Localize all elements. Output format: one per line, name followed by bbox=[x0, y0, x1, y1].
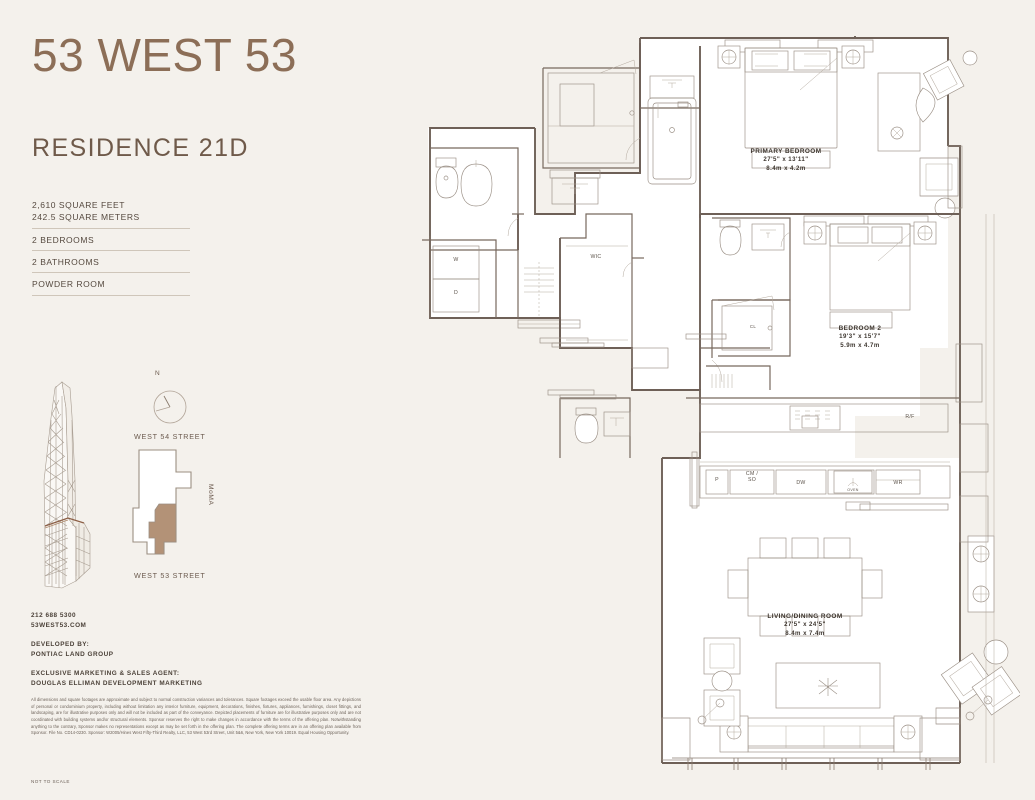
label-closet: CL bbox=[749, 324, 757, 329]
room-label-living-dining: LIVING/DINING ROOM 27'5" x 24'5" 8.4m x … bbox=[725, 612, 885, 638]
hall-shelving bbox=[539, 333, 727, 348]
laundry-closet bbox=[422, 236, 497, 318]
phone-number[interactable]: 212 688 5300 bbox=[31, 612, 77, 619]
living-dining bbox=[661, 535, 1020, 770]
room-name: LIVING/DINING ROOM bbox=[767, 613, 843, 620]
primary-bathroom bbox=[542, 43, 700, 205]
label-oven: OVEN bbox=[847, 488, 859, 492]
contact-block: 212 688 5300 53WEST53.COM DEVELOPED BY: … bbox=[31, 611, 203, 689]
spec-group: POWDER ROOM bbox=[32, 278, 190, 296]
page-title: 53 WEST 53 bbox=[32, 29, 297, 81]
floor-plan-drawing: .w { fill:none; stroke:#6e6057; stroke-w… bbox=[400, 18, 1020, 783]
not-to-scale-note: NOT TO SCALE bbox=[31, 779, 70, 784]
room-dimensions-ft: 27'5" x 24'5" bbox=[784, 621, 826, 629]
spec-line: 2 BATHROOMS bbox=[32, 256, 100, 267]
site-map: N WEST 54 STREET WEST 53 STREET MoMA bbox=[125, 370, 255, 592]
spec-group: 2,610 SQUARE FEET 242.5 SQUARE METERS bbox=[32, 199, 190, 229]
spec-group: 2 BATHROOMS bbox=[32, 256, 190, 274]
street-label-north: WEST 54 STREET bbox=[134, 432, 206, 441]
room-dimensions-m: 8.4m x 4.2m bbox=[766, 164, 806, 172]
kitchen bbox=[686, 397, 960, 511]
specs-list: 2,610 SQUARE FEET 242.5 SQUARE METERS 2 … bbox=[32, 199, 190, 296]
room-name: PRIMARY BEDROOM bbox=[750, 148, 822, 155]
contact-details: 212 688 5300 53WEST53.COM bbox=[31, 611, 203, 631]
spec-line: 2 BEDROOMS bbox=[32, 234, 95, 245]
spec-group: 2 BEDROOMS bbox=[32, 234, 190, 251]
room-dimensions-m: 8.4m x 7.4m bbox=[785, 629, 825, 637]
compass-icon bbox=[153, 390, 187, 424]
compass-north-label: N bbox=[155, 370, 161, 377]
walk-in-closet bbox=[559, 213, 644, 348]
room-name: BEDROOM 2 bbox=[838, 325, 882, 332]
website-link[interactable]: 53WEST53.COM bbox=[31, 621, 87, 629]
spec-line: 242.5 SQUARE METERS bbox=[32, 212, 140, 223]
graphics-block: N WEST 54 STREET WEST 53 STREET MoMA bbox=[30, 370, 250, 597]
room-dimensions-ft: 19'3" x 15'7" bbox=[839, 333, 881, 341]
lower-powder-room bbox=[547, 389, 631, 458]
tower-illustration bbox=[43, 381, 91, 589]
secondary-bathroom bbox=[711, 217, 791, 383]
powder-room bbox=[430, 147, 524, 251]
label-coffee-steam: CM / SO bbox=[745, 471, 759, 483]
room-label-bedroom-2: BEDROOM 2 19'3" x 15'7" 5.9m x 4.7m bbox=[780, 324, 940, 350]
legal-disclaimer: All dimensions and square footages are a… bbox=[31, 697, 361, 736]
label-wic: WIC bbox=[590, 254, 602, 260]
developer-name: PONTIAC LAND GROUP bbox=[31, 650, 114, 658]
label-wine-refrigerator: WR bbox=[893, 480, 903, 486]
developed-by-label: DEVELOPED BY: bbox=[31, 640, 90, 648]
floor-plan-svg: .w { fill:none; stroke:#6e6057; stroke-w… bbox=[422, 36, 1020, 770]
label-washer: W bbox=[453, 257, 459, 263]
label-dishwasher: DW bbox=[796, 480, 806, 486]
structural-blocks bbox=[631, 145, 989, 543]
agent-label: EXCLUSIVE MARKETING & SALES AGENT: bbox=[31, 669, 180, 677]
room-dimensions-ft: 27'5" x 13'11" bbox=[763, 156, 809, 164]
label-dryer: D bbox=[453, 290, 459, 296]
spec-line: 2,610 SQUARE FEET bbox=[32, 200, 125, 210]
hall-closet-2 bbox=[706, 365, 771, 390]
site-footprint bbox=[132, 449, 192, 555]
room-label-primary-bedroom: PRIMARY BEDROOM 27'5" x 13'11" 8.4m x 4.… bbox=[706, 147, 866, 173]
spec-line: POWDER ROOM bbox=[32, 279, 106, 290]
agent-block: EXCLUSIVE MARKETING & SALES AGENT: DOUGL… bbox=[31, 669, 203, 689]
street-label-south: WEST 53 STREET bbox=[134, 571, 206, 580]
room-dimensions-m: 5.9m x 4.7m bbox=[840, 341, 880, 349]
label-pantry: P bbox=[715, 477, 719, 483]
developer-block: DEVELOPED BY: PONTIAC LAND GROUP bbox=[31, 640, 203, 660]
label-refrigerator: R/F bbox=[905, 414, 915, 420]
bedroom-2 bbox=[699, 213, 983, 403]
residence-title: RESIDENCE 21D bbox=[32, 134, 249, 162]
info-column: 53 WEST 53 RESIDENCE 21D 2,610 SQUARE FE… bbox=[32, 32, 382, 296]
primary-bedroom bbox=[699, 39, 978, 219]
column-grid bbox=[985, 214, 995, 763]
agent-name: DOUGLAS ELLIMAN DEVELOPMENT MARKETING bbox=[31, 679, 203, 687]
